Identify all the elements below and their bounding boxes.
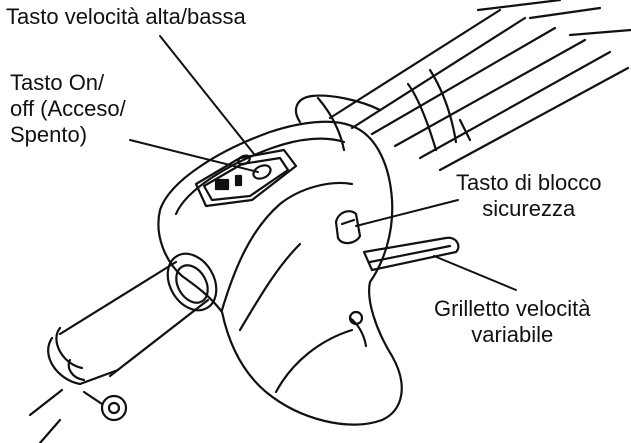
label-onoff-line-3: Spento) [10,122,88,147]
label-speed-trigger: Grilletto velocità variabile [434,296,591,348]
label-onoff-button: Tasto On/ off (Acceso/ Spento) [10,70,126,148]
safety-lock-button [334,210,362,245]
label-speed-button: Tasto velocità alta/bassa [6,4,246,29]
label-safety-lock: Tasto di blocco sicurezza [456,170,602,222]
label-lock-line-2: sicurezza [482,196,576,221]
label-lock-line-1: Tasto di blocco [456,170,602,195]
rear-grip [28,252,218,443]
leader-lines [129,35,517,291]
control-panel [194,148,298,208]
label-onoff-line-1: Tasto On/ [10,70,105,95]
variable-speed-trigger [362,236,460,272]
label-trigger-line-2: variabile [471,322,554,347]
handle-body [157,94,403,426]
label-trigger-line-1: Grilletto velocità [434,296,591,321]
label-onoff-line-2: off (Acceso/ [10,96,126,121]
